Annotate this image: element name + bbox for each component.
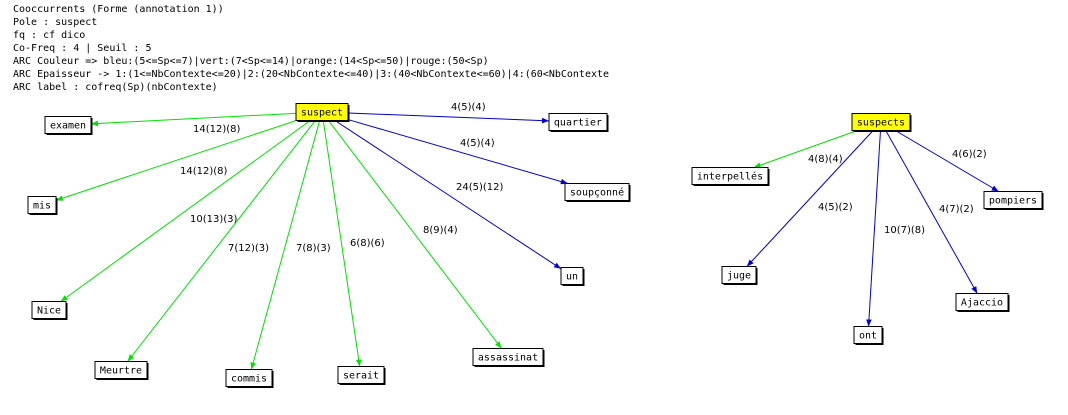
node-box [853, 326, 883, 344]
edge-label-ont: 10(7)(8) [884, 225, 925, 236]
edge-label-examen: 14(12)(8) [193, 124, 241, 135]
edge-label-mis: 14(12)(8) [180, 166, 228, 177]
edge-label-soupçonné: 4(5)(4) [460, 138, 495, 149]
edge-suspect-quartier [347, 112, 550, 124]
node-label: Nice [37, 306, 61, 317]
node-box [31, 301, 67, 319]
edge-label-pompiers: 4(6)(2) [952, 149, 987, 160]
node-box [225, 369, 273, 387]
node-box [27, 196, 57, 214]
pole-node-suspects[interactable]: suspects [851, 113, 912, 133]
node-box [44, 116, 92, 134]
node-box [295, 103, 349, 121]
node-label: soupçonné [570, 187, 624, 199]
node-soupçonné[interactable]: soupçonné [564, 183, 631, 203]
node-assassinat[interactable]: assassinat [472, 348, 545, 368]
node-box [472, 348, 544, 366]
edge-label-juge: 4(5)(2) [818, 202, 853, 213]
node-label: pompiers [989, 196, 1037, 207]
edges-suspect: 14(12)(8) 4(5)(4) 14(12)(8) 4(5)(4) 24(5)(12… [55, 102, 568, 370]
node-Ajaccio[interactable]: Ajaccio [955, 293, 1010, 313]
header-line-title: Cooccurrents (Forme (annotation 1)) [13, 4, 224, 15]
node-box [955, 293, 1009, 311]
node-box [691, 167, 769, 185]
node-un[interactable]: un [560, 267, 585, 287]
node-label: interpellés [697, 171, 763, 183]
node-box [851, 113, 911, 131]
pole-label: suspect [301, 108, 343, 119]
edge-label-serait: 6(8)(6) [350, 238, 385, 249]
edge-suspect-un [334, 120, 562, 270]
node-label: ont [859, 331, 877, 342]
header-line-arc-label: ARC label : cofreq(Sp)(nbContexte) [13, 82, 218, 93]
header-line-cofreq: Co-Freq : 4 | Seuil : 5 [13, 43, 152, 54]
node-label: examen [50, 121, 86, 132]
node-Nice[interactable]: Nice [31, 301, 68, 321]
node-mis[interactable]: mis [27, 196, 58, 216]
edge-suspects-pompiers [895, 130, 999, 192]
edge-suspect-examen [90, 112, 297, 127]
node-label: mis [33, 201, 51, 212]
edge-label-Ajaccio: 4(7)(2) [939, 204, 974, 215]
node-label: commis [231, 374, 267, 385]
edge-suspects-Ajaccio [885, 130, 978, 294]
node-examen[interactable]: examen [44, 116, 93, 136]
edge-label-assassinat: 8(9)(4) [423, 225, 458, 236]
header-line-arc-color: ARC Couleur => bleu:(5<=Sp<=7)|vert:(7<S… [13, 56, 489, 67]
header-line-fq: fq : cf dico [13, 30, 86, 41]
node-Meurtre[interactable]: Meurtre [94, 361, 149, 381]
node-quartier[interactable]: quartier [548, 113, 609, 133]
edge-suspect-Meurtre [127, 120, 316, 362]
node-label: juge [727, 271, 751, 282]
edge-label-Meurtre: 7(12)(3) [228, 243, 269, 254]
node-box [337, 366, 385, 384]
node-interpellés[interactable]: interpellés [691, 167, 770, 187]
node-label: assassinat [478, 353, 538, 364]
pole-node-suspect[interactable]: suspect [295, 103, 350, 123]
graph-header: Cooccurrents (Forme (annotation 1)) Pole… [13, 3, 609, 94]
edge-label-Nice: 10(13)(3) [190, 214, 238, 225]
node-box [564, 183, 630, 201]
edge-suspect-mis [55, 120, 297, 201]
node-ont[interactable]: ont [853, 326, 884, 346]
pole-label: suspects [857, 118, 905, 129]
node-commis[interactable]: commis [225, 369, 274, 389]
edges-suspects: 4(8)(4) 4(6)(2) 4(5)(2) 10(7)(8) 4(7)(2) [746, 130, 999, 327]
edge-suspect-commis [250, 120, 321, 370]
node-label: serait [343, 371, 379, 382]
edge-suspects-ont [866, 130, 881, 327]
edge-suspect-serait [322, 120, 362, 367]
node-serait[interactable]: serait [337, 366, 386, 386]
edge-suspects-interpellés [753, 130, 858, 168]
edge-label-quartier: 4(5)(4) [451, 102, 486, 113]
node-pompiers[interactable]: pompiers [983, 191, 1044, 211]
edge-suspects-juge [746, 130, 874, 267]
edge-label-commis: 7(8)(3) [296, 243, 331, 254]
edge-suspect-Nice [60, 120, 311, 302]
edge-suspect-soupçonné [347, 119, 568, 185]
node-juge[interactable]: juge [721, 266, 758, 286]
header-line-arc-thickness: ARC Epaisseur -> 1:(1<=NbContexte<=20)|2… [13, 69, 610, 80]
header-line-pole: Pole : suspect [13, 17, 98, 28]
node-label: Meurtre [100, 366, 142, 377]
node-box [983, 191, 1043, 209]
edge-label-un: 24(5)(12) [456, 182, 504, 193]
node-label: quartier [554, 118, 602, 129]
node-box [94, 361, 148, 379]
node-label: Ajaccio [961, 298, 1003, 309]
nodes-suspects: interpellés pompiers juge ont Ajaccio suspect… [691, 113, 1044, 346]
edge-suspect-assassinat [328, 120, 502, 349]
node-label: un [566, 272, 578, 283]
node-box [721, 266, 757, 284]
edge-label-interpellés: 4(8)(4) [808, 154, 843, 165]
node-box [560, 267, 584, 285]
node-box [548, 113, 608, 131]
